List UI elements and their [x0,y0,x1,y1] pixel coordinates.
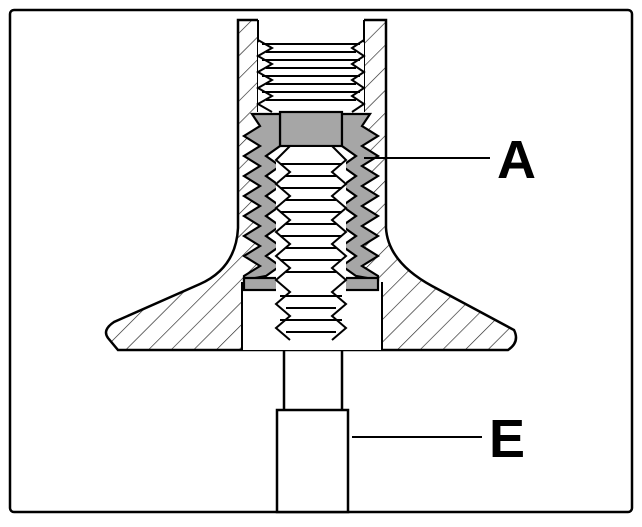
upper-thread [255,39,366,113]
bolt-thread [274,145,348,341]
label-a: A [497,130,536,190]
label-e: E [489,409,525,469]
shaft [275,340,350,514]
